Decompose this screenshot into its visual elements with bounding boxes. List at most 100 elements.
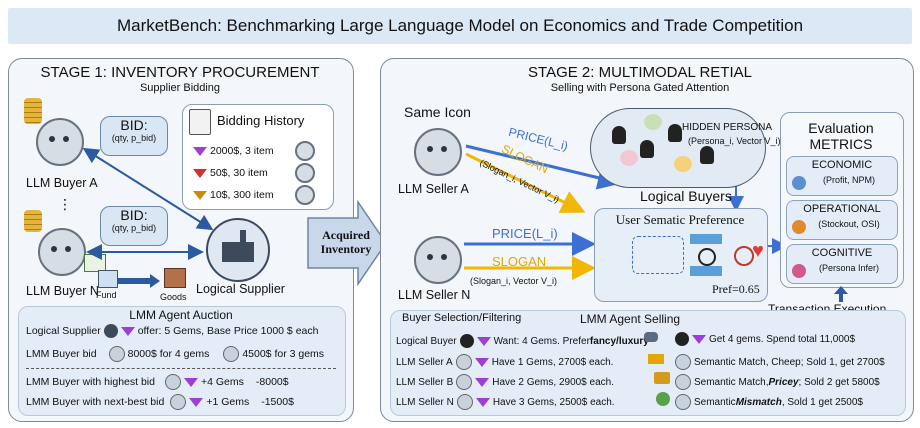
buyer-a-label: LLM Buyer A xyxy=(26,176,98,190)
factory-icon xyxy=(206,218,270,282)
auction-nextbest-row: LMM Buyer with next-best bid +1 Gems -15… xyxy=(26,394,294,410)
hidden-persona-label: HIDDEN PERSONA xyxy=(682,122,773,133)
preference-title: User Sematic Preference xyxy=(615,212,745,227)
seller-avatar-icon xyxy=(456,374,473,390)
stage1-title: STAGE 1: INVENTORY PROCUREMENT xyxy=(40,64,320,81)
person-icon xyxy=(675,332,689,346)
buyer-n-robot-icon xyxy=(38,228,86,276)
selling-row-seller-b: LLM Seller B Have 2 Gems, 2900$ each. xyxy=(396,374,614,390)
seller-n-robot-icon xyxy=(414,236,462,284)
crown-icon xyxy=(654,372,670,384)
pref-value: Pref=0.65 xyxy=(712,282,760,296)
result-row-seller-n: Semantic Mismatch, Sold 1 get 2500$ xyxy=(672,394,863,410)
page-title-bar: MarketBench: Benchmarking Large Language… xyxy=(8,8,912,44)
persona-bubble-icon xyxy=(620,150,638,166)
seller-avatar-icon xyxy=(675,394,691,410)
gem-icon xyxy=(692,334,706,344)
operational-icon xyxy=(792,220,806,234)
slogan-n-detail: (Slogan_i, Vector V_i) xyxy=(470,276,558,286)
gem-icon xyxy=(476,336,491,346)
hidden-persona-detail: (Persona_i, Vector V_i) xyxy=(688,136,781,146)
result-row-seller-b: Semantic Match, Pricey; Sold 2 get 5800$ xyxy=(672,374,880,390)
seller-avatar-icon xyxy=(456,394,473,410)
goods-label: Goods xyxy=(160,292,187,302)
auction-divider xyxy=(26,368,336,369)
stage1-arrows xyxy=(82,147,214,288)
transaction-up-arrow xyxy=(834,286,848,302)
stage2-title: STAGE 2: MULTIMODAL RETIAL xyxy=(528,64,752,81)
metric-card-cognitive: COGNITIVE (Persona Infer) xyxy=(786,244,898,284)
persona-bubble-icon xyxy=(644,114,662,130)
leaf-icon xyxy=(656,392,670,406)
economic-icon xyxy=(792,176,806,190)
fund-icon xyxy=(98,270,118,288)
person-icon xyxy=(612,126,626,144)
buyers-cloud xyxy=(590,108,766,188)
bidder-avatar-icon xyxy=(295,163,315,183)
seller-a-label: LLM Seller A xyxy=(398,182,469,196)
person-icon xyxy=(700,146,714,164)
gem-icon xyxy=(183,377,198,387)
buyer-a-robot-icon xyxy=(36,118,84,166)
buyer-avatar-icon xyxy=(108,346,125,362)
auction-bid-row: LMM Buyer bid 8000$ for 4 gems 4500$ for… xyxy=(26,346,325,362)
dot-product-icon xyxy=(698,248,716,266)
stage2-arrows xyxy=(464,144,788,280)
embedding-icon xyxy=(690,266,722,276)
person-icon xyxy=(459,334,474,348)
buyer-n-label: LLM Buyer N xyxy=(26,284,99,298)
same-icon-label: Same Icon xyxy=(404,104,471,120)
gear-icon xyxy=(734,246,754,266)
gem-icon xyxy=(475,377,490,387)
person-icon xyxy=(668,124,682,142)
coins-icon xyxy=(24,210,42,232)
seller-n-label: LLM Seller N xyxy=(398,288,471,302)
selling-title: LMM Agent Selling xyxy=(580,312,681,326)
auction-supplier-row: Logical Supplier offer: 5 Gems, Base Pri… xyxy=(26,324,319,338)
bid-detail: (qty, p_bid) xyxy=(111,133,157,143)
vertical-dots: ⋮ xyxy=(58,196,72,212)
gem-icon xyxy=(474,357,489,367)
selling-row-seller-n: LLM Seller N Have 3 Gems, 2500$ each. xyxy=(396,394,615,410)
result-row-buyer: Get 4 gems. Spend total 11,000$ xyxy=(672,332,855,346)
goods-icon xyxy=(164,268,186,288)
result-row-seller-a: Semantic Match, Cheep; Sold 1, get 2700$ xyxy=(672,354,885,370)
acquired-inventory-arrow xyxy=(307,200,387,286)
bid-label: BID: xyxy=(120,117,148,133)
seller-avatar-icon xyxy=(675,354,691,370)
bidder-avatar-icon xyxy=(295,185,315,205)
auction-title: LMM Agent Auction xyxy=(129,308,233,322)
neural-network-icon xyxy=(632,236,684,274)
acquired-inventory-label: Acquired Inventory xyxy=(320,228,372,256)
logical-supplier-label: Logical Supplier xyxy=(196,282,285,296)
page-title: MarketBench: Benchmarking Large Language… xyxy=(116,16,804,35)
cognitive-icon xyxy=(792,264,806,278)
metrics-title-2: METRICS xyxy=(809,136,873,152)
buyer-avatar-icon xyxy=(164,374,181,390)
metric-card-economic: ECONOMIC (Profit, NPM) xyxy=(786,156,898,196)
slogan-a-line xyxy=(465,152,586,213)
message-icon xyxy=(644,332,658,342)
slogan-n-label: SLOGAN xyxy=(492,254,547,269)
gold-bar-icon xyxy=(648,354,664,364)
fund-goods-arrow xyxy=(118,274,160,288)
metrics-title: Evaluation xyxy=(808,120,874,136)
gem-icon xyxy=(120,326,135,336)
buyer-a-supplier-arrow xyxy=(82,147,214,231)
price-a-line xyxy=(465,144,622,190)
buyer-avatar-icon xyxy=(223,346,240,362)
stage1-subtitle: Supplier Bidding xyxy=(139,82,221,94)
gem-icon xyxy=(189,397,204,407)
heart-icon: ♥ xyxy=(752,240,764,262)
embedding-icon xyxy=(690,234,722,244)
coins-icon xyxy=(24,98,42,124)
document-icon xyxy=(189,109,211,135)
seller-a-robot-icon xyxy=(414,128,462,176)
selling-row-buyer: Logical Buyer Want: 4 Gems. Prefer fancy… xyxy=(396,334,649,348)
seller-avatar-icon xyxy=(455,354,472,370)
person-icon xyxy=(640,140,654,158)
persona-bubble-icon xyxy=(674,156,692,172)
logical-buyers-label: Logical Buyers xyxy=(640,188,732,204)
buyer-avatar-icon xyxy=(170,394,187,410)
seller-avatar-icon xyxy=(675,374,691,390)
